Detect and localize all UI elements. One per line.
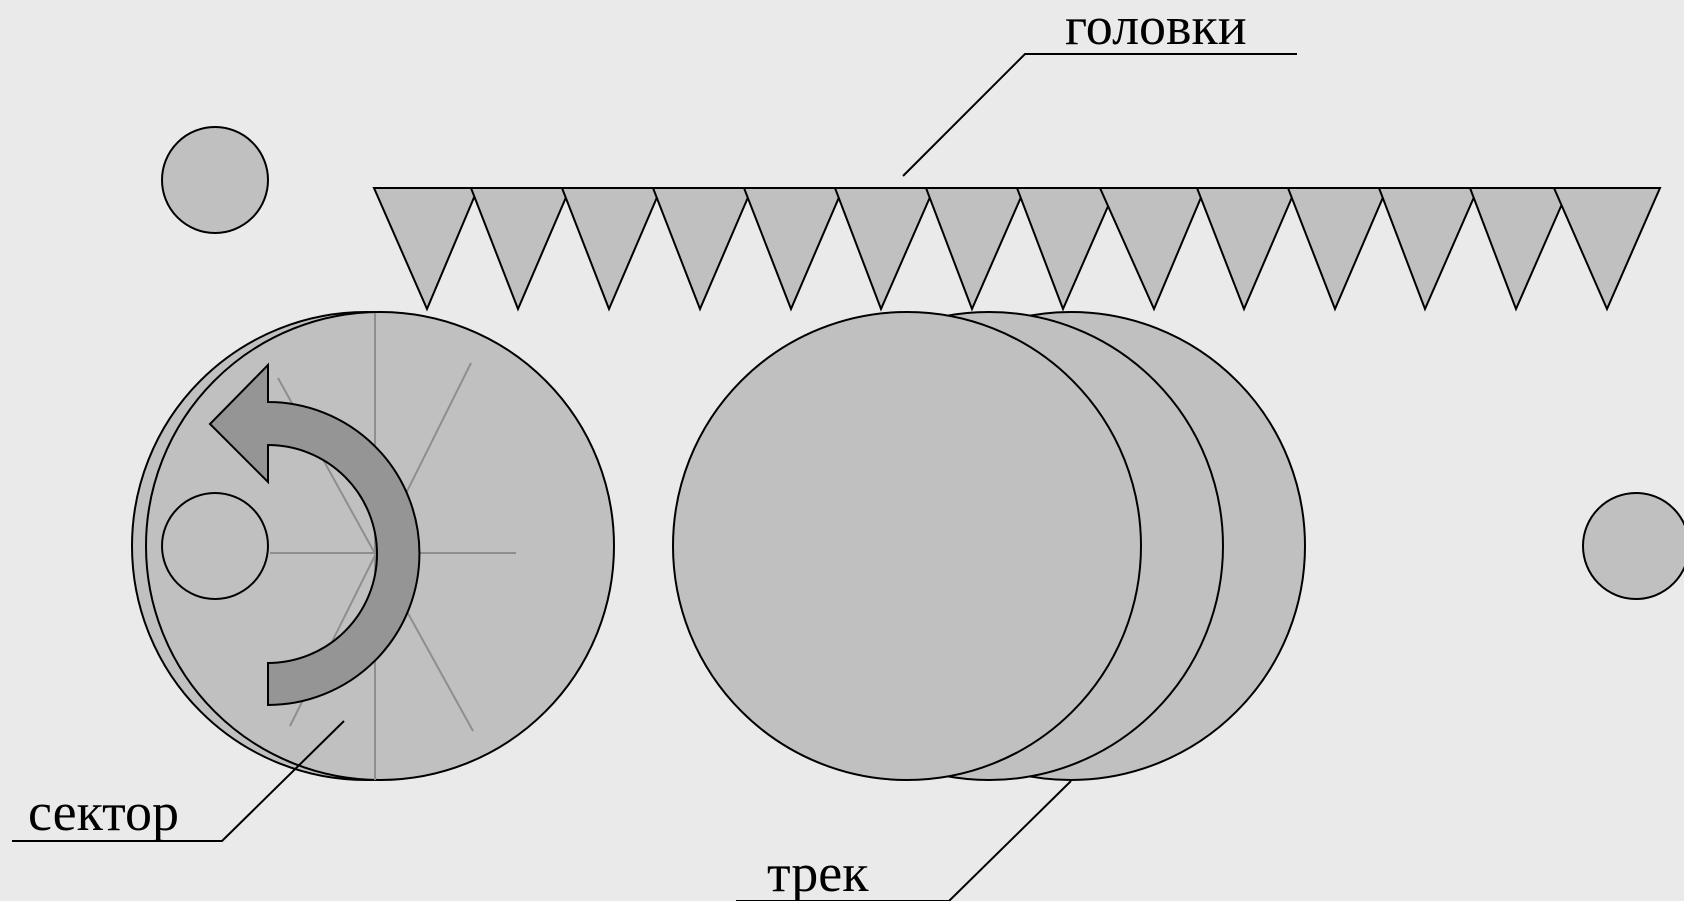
read-head <box>560 187 663 312</box>
platter-hub-circle <box>161 492 269 600</box>
spindle-circle-top-left <box>161 126 269 234</box>
read-head <box>1195 187 1298 312</box>
left-platter <box>131 311 615 781</box>
read-head <box>469 187 572 312</box>
rotation-arrow-icon <box>208 362 421 707</box>
heads-comb <box>372 187 1662 312</box>
track-leader-line <box>736 780 1072 901</box>
track-label: трек <box>767 843 869 901</box>
read-head <box>742 187 845 312</box>
read-head <box>924 187 1027 312</box>
read-head <box>1468 187 1571 312</box>
read-head <box>372 187 480 312</box>
read-head <box>1552 187 1662 312</box>
read-head <box>833 187 936 312</box>
read-head <box>1015 187 1118 312</box>
heads-label: головки <box>1065 0 1247 56</box>
heads-leader-line <box>902 53 1297 177</box>
read-head <box>1098 187 1207 312</box>
read-head <box>1286 187 1389 312</box>
read-head <box>651 187 754 312</box>
sector-leader-line <box>12 720 345 842</box>
right-platter-stack <box>672 311 1306 781</box>
read-head <box>1377 187 1480 312</box>
leader-lines <box>12 53 1297 901</box>
spindle-circle-right <box>1582 492 1684 600</box>
sector-label: сектор <box>28 782 179 842</box>
track-platter-front <box>672 311 1142 781</box>
